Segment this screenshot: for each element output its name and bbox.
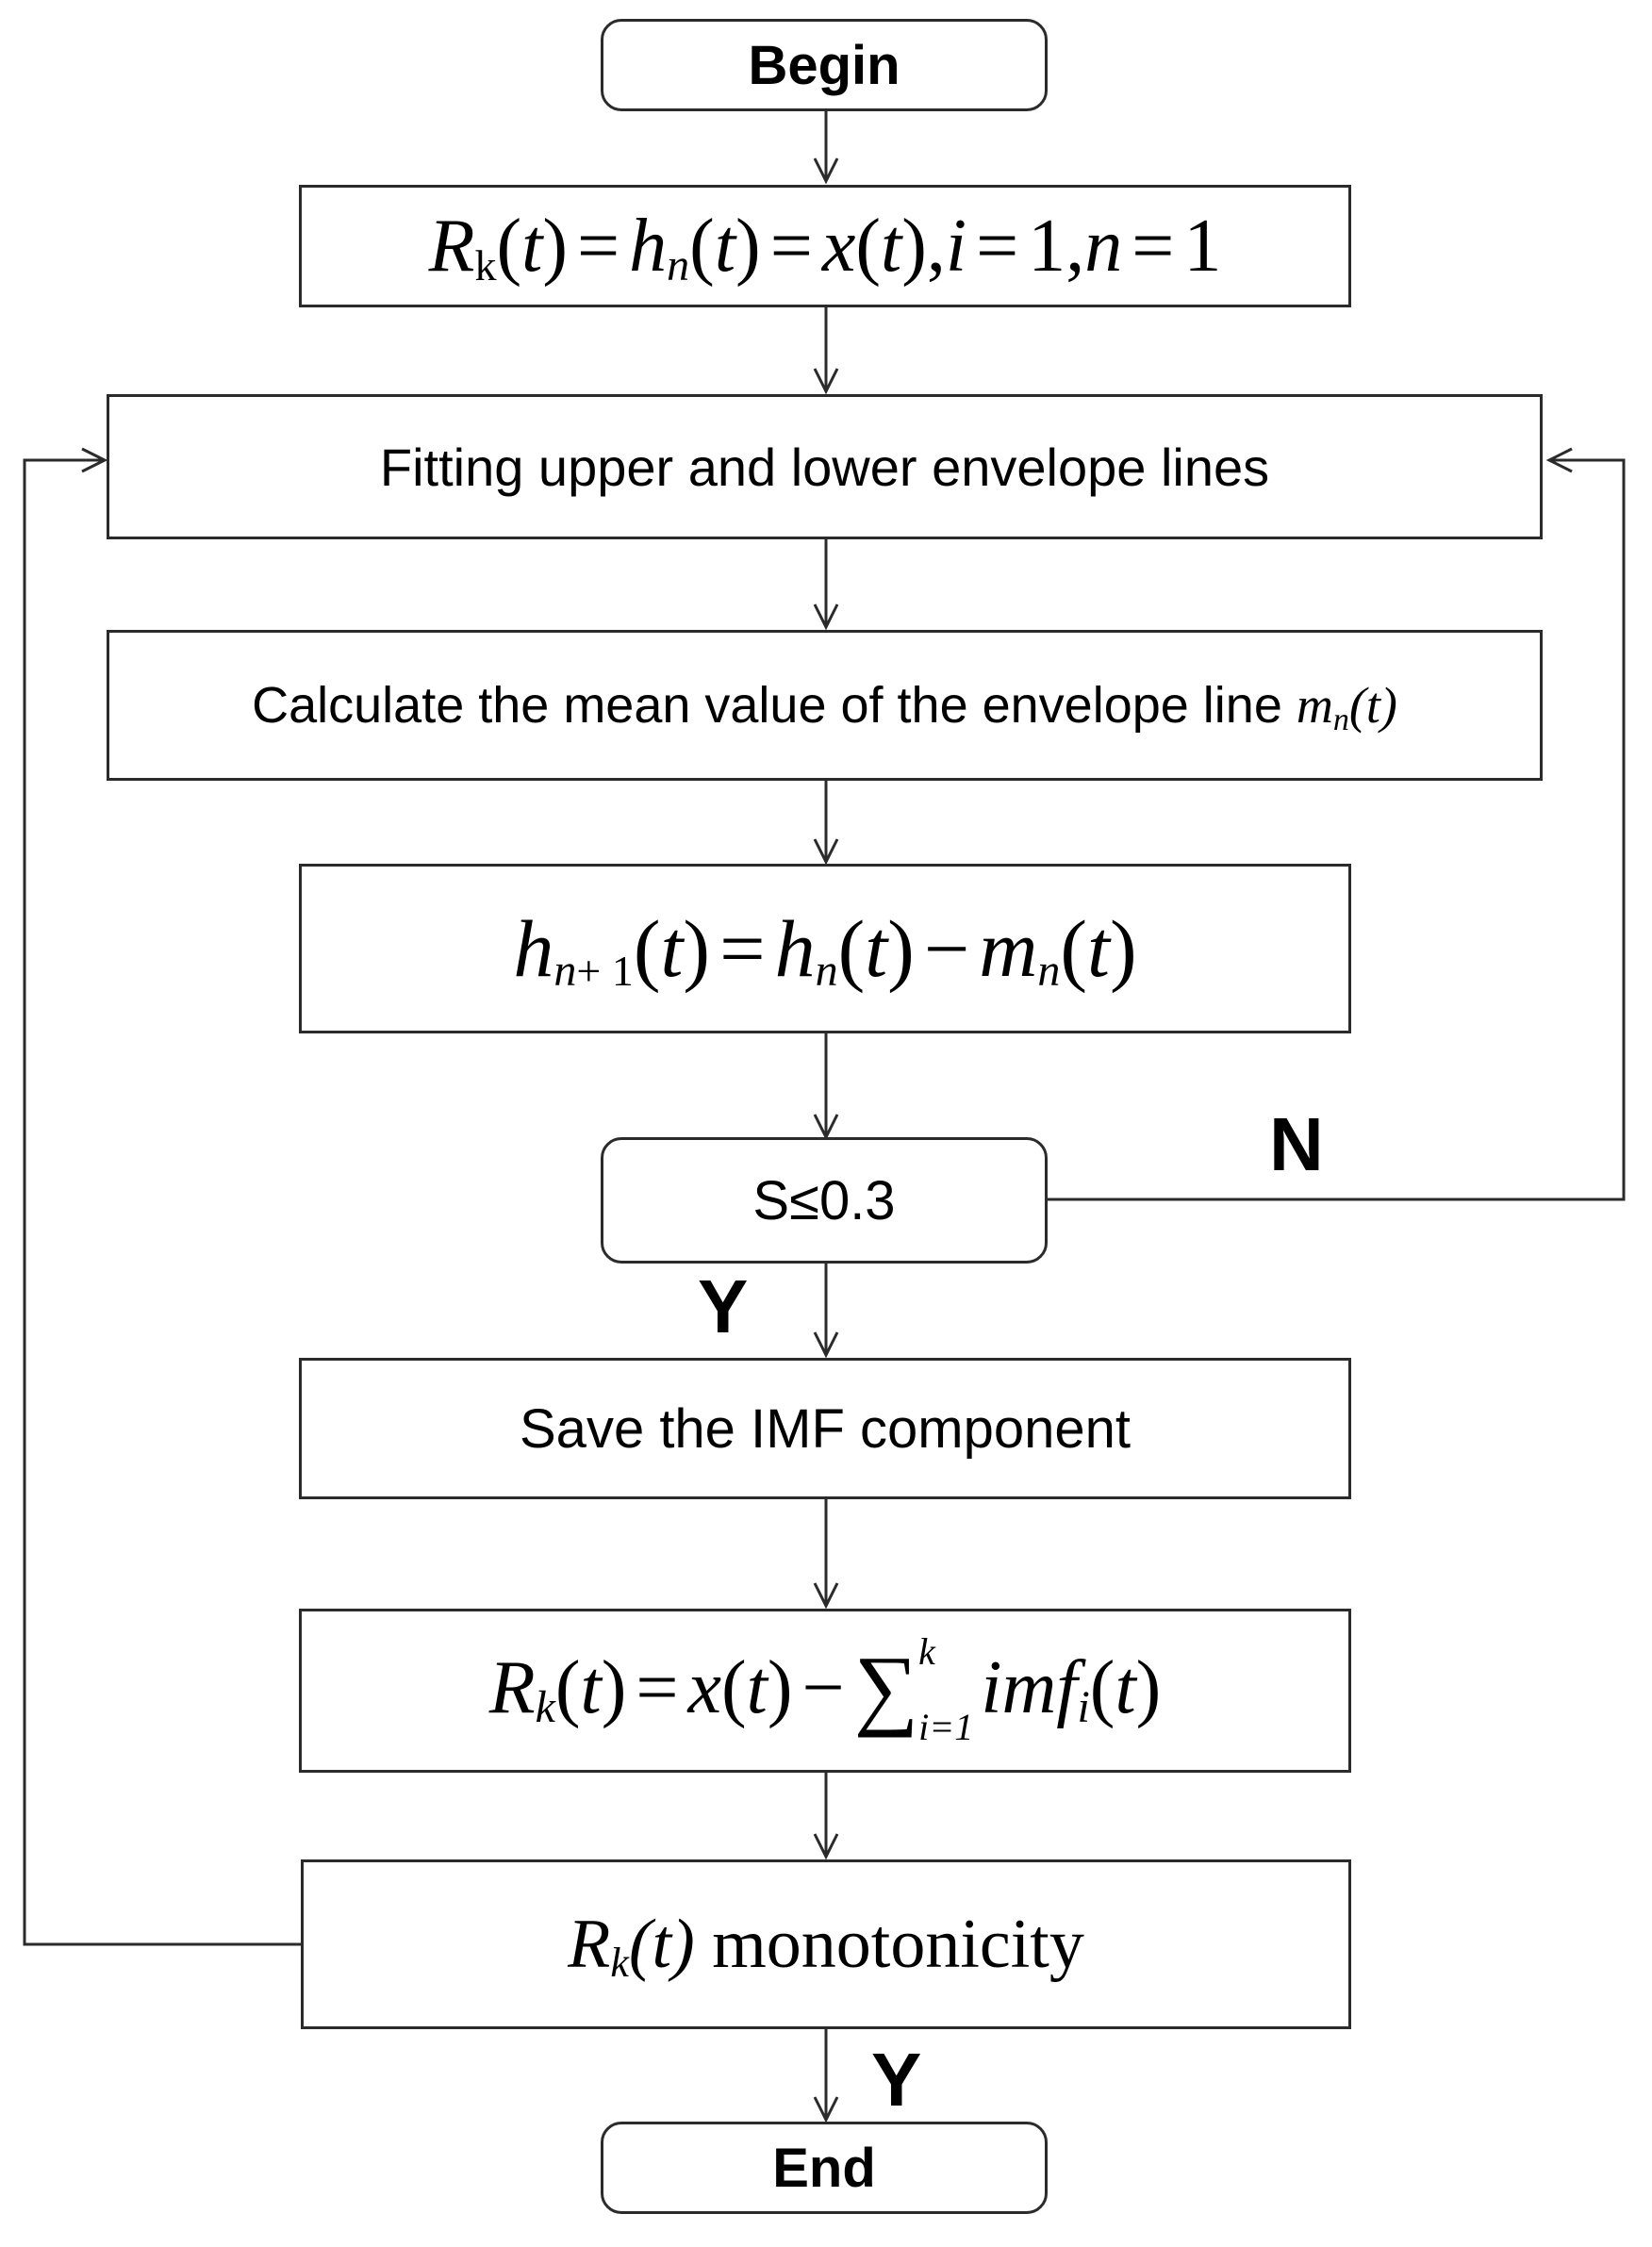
begin-label: Begin — [748, 34, 900, 96]
end-node: End — [601, 2122, 1048, 2214]
init-node: Rk(t)=hn(t)=x(t),i=1,n=1 — [299, 185, 1351, 307]
check-node: S≤0.3 — [601, 1137, 1048, 1264]
init-equation: Rk(t)=hn(t)=x(t),i=1,n=1 — [428, 204, 1222, 290]
update-node: hn+ 1(t)=hn(t)−mn(t) — [299, 864, 1351, 1033]
mono-label: Rk(t) monotonicity — [568, 1905, 1084, 1986]
check-label: S≤0.3 — [752, 1169, 896, 1231]
end-label: End — [772, 2137, 876, 2199]
loop-no-to-fit — [1047, 447, 1626, 1201]
yes-check-label: Y — [698, 1264, 749, 1348]
fit-node: Fitting upper and lower envelope lines — [107, 394, 1543, 539]
update-equation: hn+ 1(t)=hn(t)−mn(t) — [513, 903, 1137, 996]
yes-mono-label: Y — [871, 2038, 922, 2122]
fit-label: Fitting upper and lower envelope lines — [379, 437, 1270, 497]
save-label: Save the IMF component — [520, 1397, 1131, 1460]
no-branch-label: N — [1269, 1102, 1324, 1186]
mean-label: Calculate the mean value of the envelope… — [252, 677, 1397, 737]
begin-node: Begin — [601, 19, 1048, 111]
mean-node: Calculate the mean value of the envelope… — [107, 630, 1543, 781]
loop-mono-to-fit — [23, 447, 301, 1946]
mono-node: Rk(t) monotonicity — [301, 1859, 1351, 2029]
save-node: Save the IMF component — [299, 1358, 1351, 1499]
